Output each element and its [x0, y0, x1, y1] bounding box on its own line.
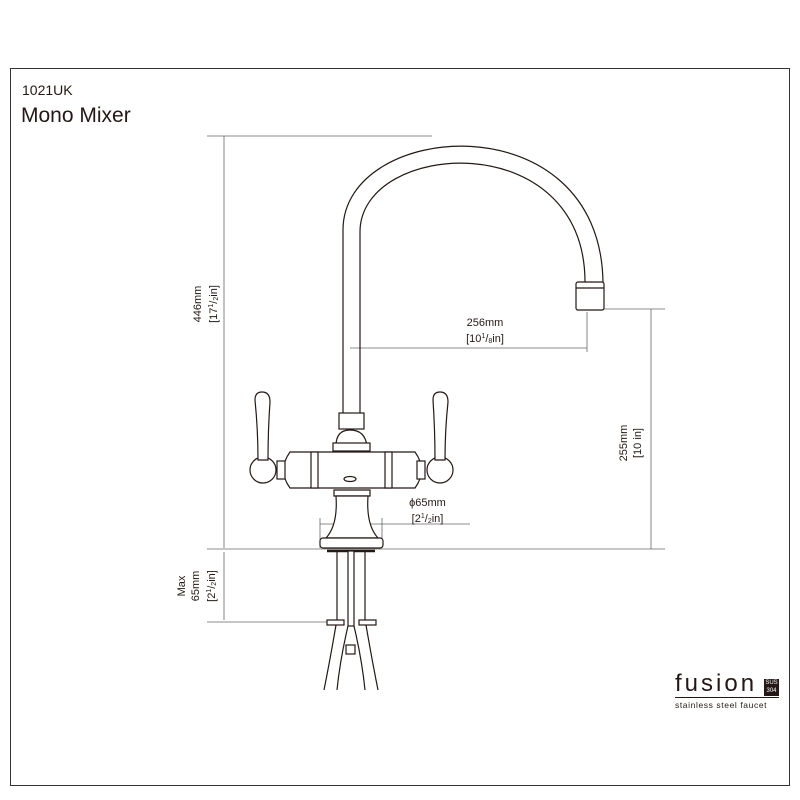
dimension-lines [207, 135, 665, 623]
base-diameter-mm: ϕ65mm [409, 497, 446, 509]
logo-underline [675, 697, 779, 698]
max-counter-inches: [21/2in] [206, 570, 218, 602]
base-diameter-dimension-label: ϕ65mm [21/2in] [395, 496, 460, 529]
spout-height-mm: 255mm [618, 424, 630, 462]
drawing-border [10, 68, 790, 786]
spout-height-inches: [10 in] [632, 428, 644, 458]
faucet-outline [249, 145, 605, 691]
max-counter-mm: 65mm [190, 570, 202, 602]
base-diameter-inches: [21/2in] [411, 513, 444, 525]
height-inches: [171/2in] [208, 285, 220, 323]
reach-mm: 256mm [466, 317, 504, 329]
model-number: 1021UK [22, 82, 73, 98]
product-title: Mono Mixer [21, 104, 131, 127]
max-label: Max [176, 575, 188, 597]
logo-brand: fusion [675, 670, 758, 697]
height-dimension-label: 446mm [171/2in] [191, 269, 220, 339]
reach-dimension-label: 256mm [101/8in] [445, 316, 525, 349]
max-counter-dimension-label: Max 65mm [21/2in] [175, 556, 218, 616]
height-mm: 446mm [192, 285, 204, 323]
reach-inches: [101/8in] [466, 333, 504, 345]
spout-height-dimension-label: 255mm [10 in] [617, 413, 645, 473]
logo-tagline: stainless steel faucet [675, 700, 768, 710]
